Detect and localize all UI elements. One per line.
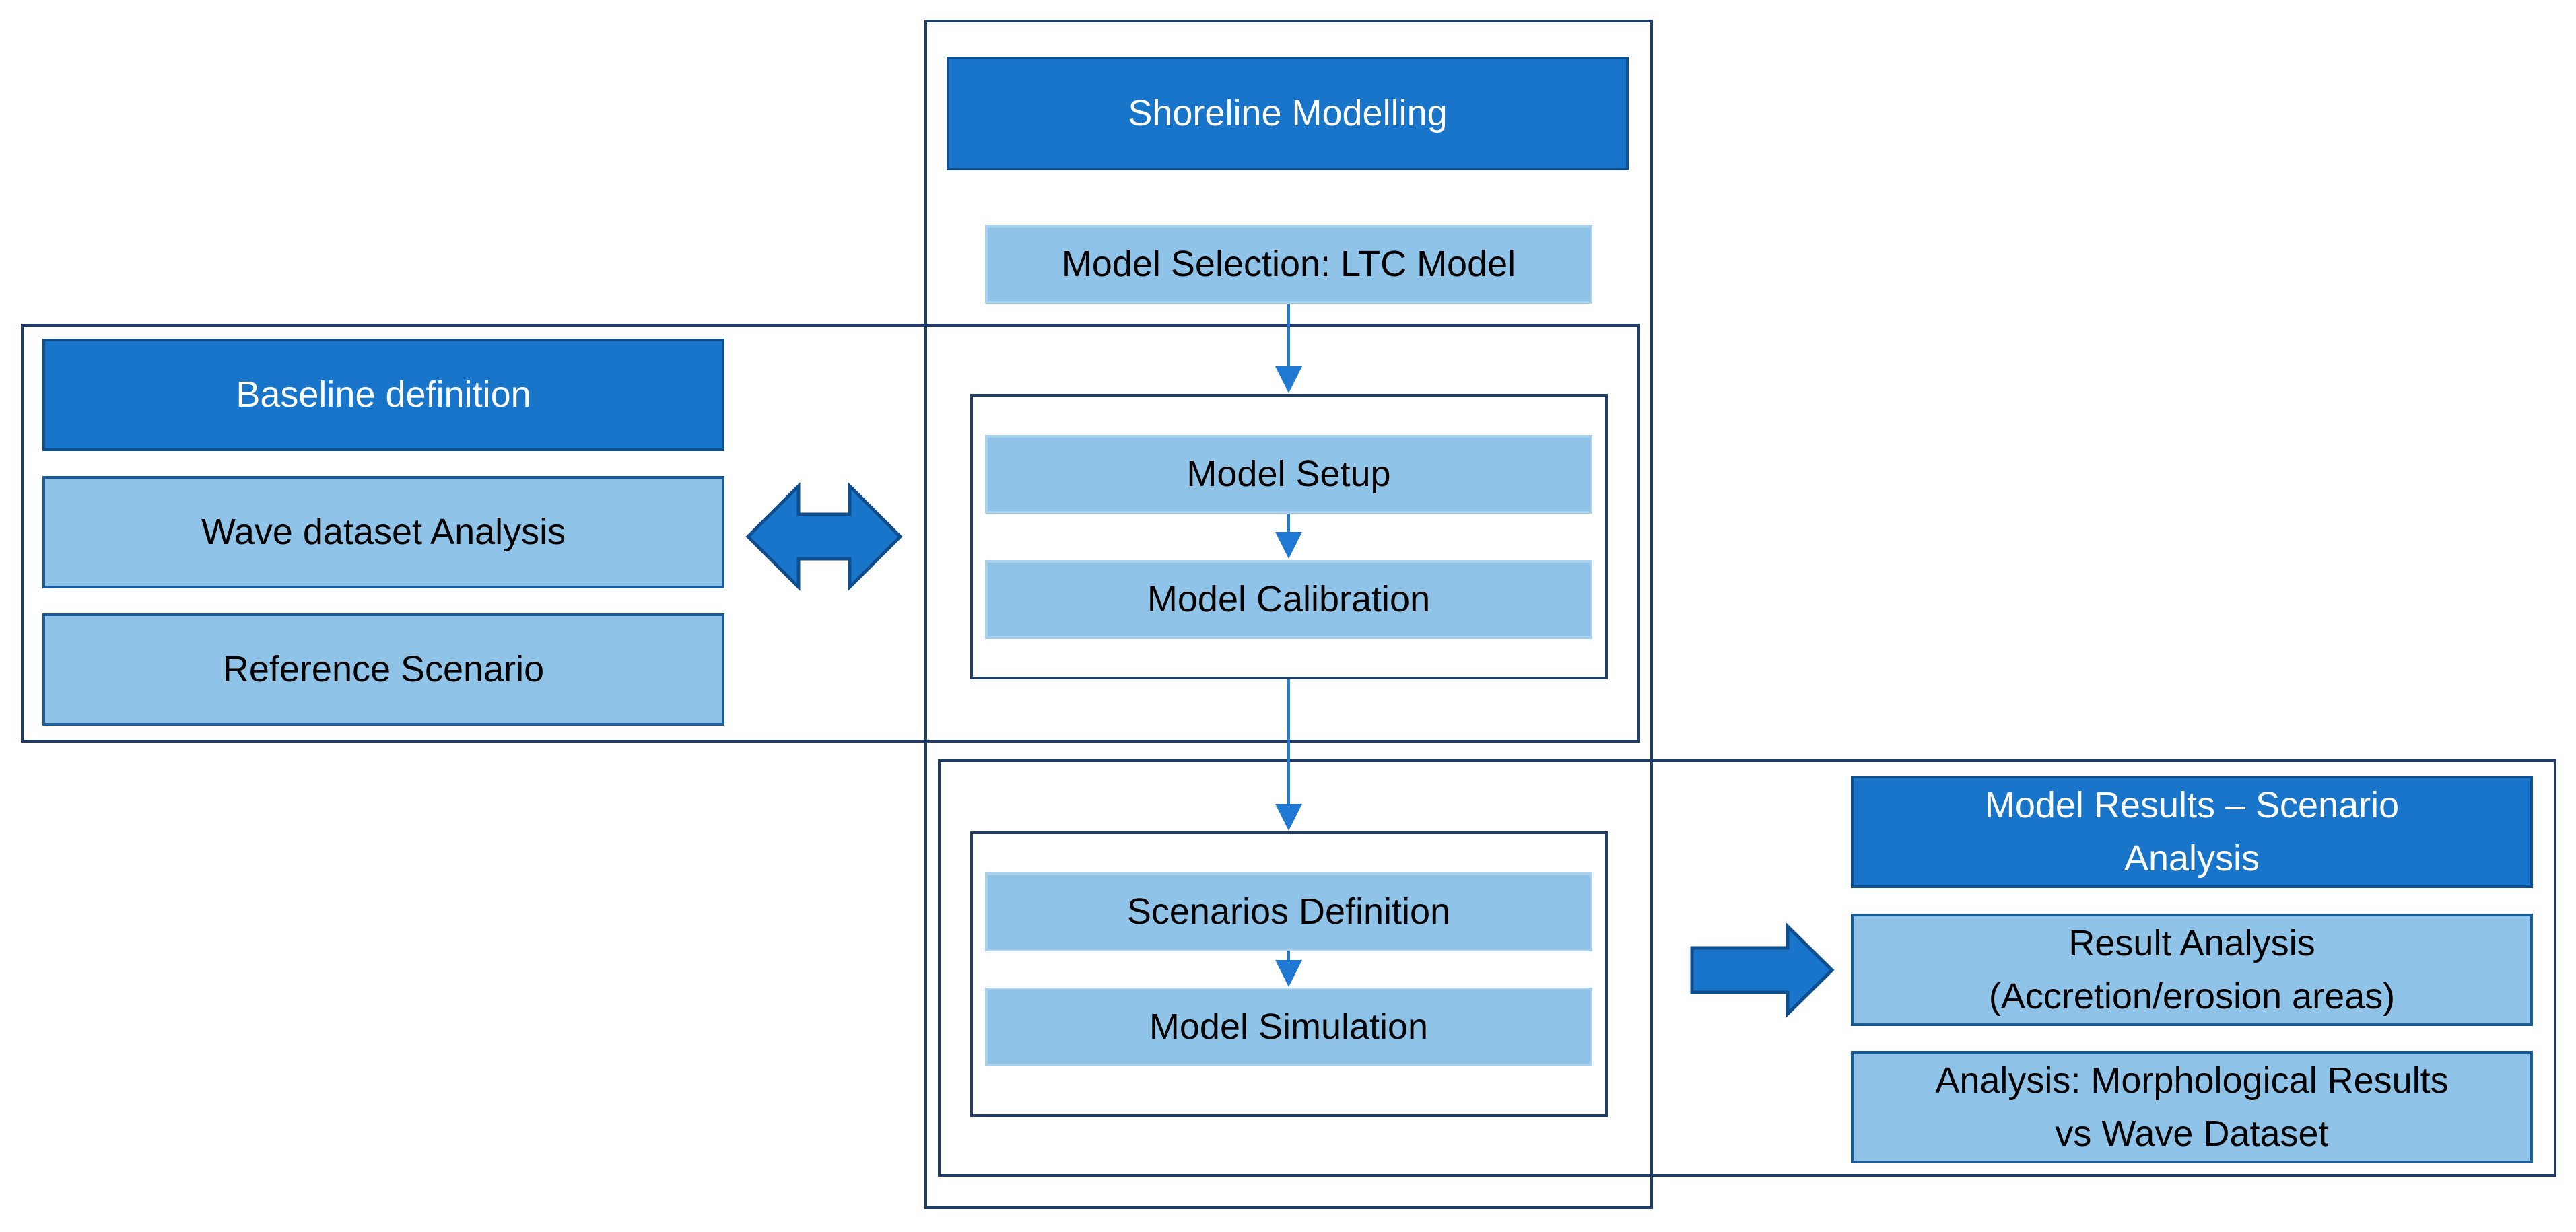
wave-dataset-analysis-box: Wave dataset Analysis <box>42 476 724 588</box>
right-arrow-icon <box>1690 922 1835 1018</box>
reference-scenario-box: Reference Scenario <box>42 613 724 726</box>
double-arrow-icon <box>745 481 903 592</box>
model-setup-box: Model Setup <box>985 435 1592 514</box>
baseline-frame <box>21 324 1640 743</box>
model-simulation-box: Model Simulation <box>985 988 1592 1066</box>
model-calibration-box: Model Calibration <box>985 560 1592 639</box>
scenarios-simulation-frame <box>970 831 1608 1117</box>
shoreline-modelling-frame <box>924 20 1653 1209</box>
model-results-title: Model Results – Scenario Analysis <box>1851 776 2533 888</box>
scenario-frame <box>938 759 2556 1177</box>
setup-calibration-frame <box>970 394 1608 679</box>
scenarios-definition-box: Scenarios Definition <box>985 872 1592 951</box>
result-analysis-box: Result Analysis (Accretion/erosion areas… <box>1851 914 2533 1026</box>
baseline-definition-title: Baseline definition <box>42 339 724 451</box>
shoreline-modelling-title: Shoreline Modelling <box>947 57 1629 170</box>
model-selection-box: Model Selection: LTC Model <box>985 225 1592 304</box>
morphological-analysis-box: Analysis: Morphological Results vs Wave … <box>1851 1051 2533 1163</box>
